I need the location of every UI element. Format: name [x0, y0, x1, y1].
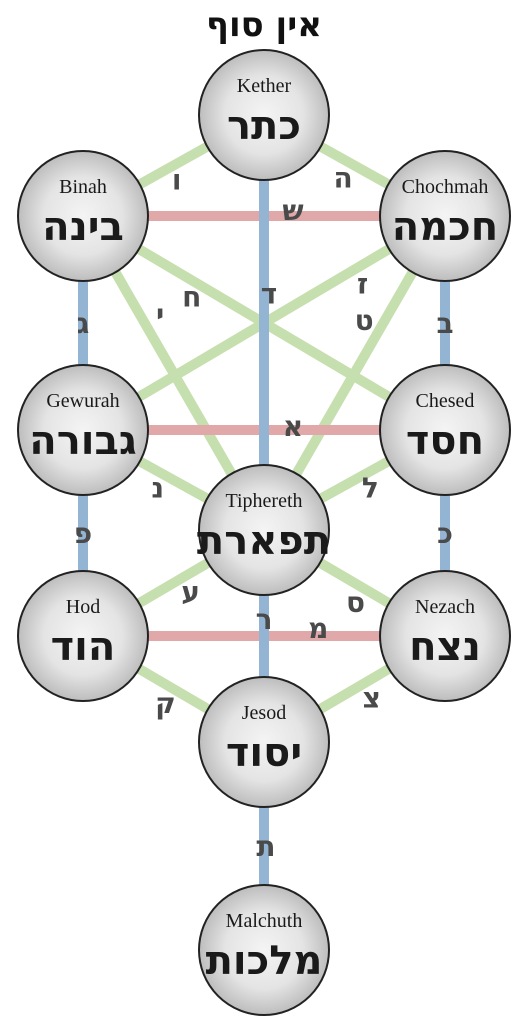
sefirah-name-en-tiphereth: Tiphereth	[225, 490, 302, 512]
path-letter-tiphereth-hod: ע	[181, 576, 200, 609]
sefirah-name-he-hod: הוד	[51, 624, 116, 670]
path-letter-binah-chochmah: ש	[282, 194, 303, 227]
sefirah-chochmah: Chochmah חכמה	[379, 150, 511, 282]
sefirah-gewurah: Gewurah גבורה	[17, 364, 149, 496]
sefirah-malchuth: Malchuth מלכות	[198, 884, 330, 1016]
sefirah-sphere-gewurah	[17, 364, 149, 496]
sefirah-name-he-jesod: יסוד	[226, 730, 302, 776]
sefirah-name-he-chochmah: חכמה	[392, 204, 499, 250]
sefirah-name-en-hod: Hod	[66, 596, 100, 618]
sefirah-name-en-gewurah: Gewurah	[46, 390, 119, 412]
path-letter-hod-nezach: מ	[308, 612, 328, 645]
sefirah-sphere-jesod	[198, 676, 330, 808]
sefirah-name-he-kether: כתר	[227, 103, 301, 149]
sefirah-name-en-malchuth: Malchuth	[226, 910, 303, 932]
path-letter-hod-jesod: ק	[155, 687, 176, 720]
sefirah-sphere-tiphereth	[198, 464, 330, 596]
sefirah-sphere-nezach	[379, 570, 511, 702]
ein-sof-title: אין סוף	[206, 5, 322, 45]
path-letter-binah-chesed: ח	[182, 281, 201, 314]
path-letter-chesed-tiphereth: ל	[362, 471, 379, 504]
sefirah-sphere-malchuth	[198, 884, 330, 1016]
sefirah-sphere-chesed	[379, 364, 511, 496]
path-letter-gewurah-hod: פ	[74, 517, 92, 550]
path-letter-kether-tiphereth: ד	[261, 277, 277, 310]
sefirah-name-en-chochmah: Chochmah	[402, 176, 489, 198]
sefirah-name-he-gewurah: גבורה	[29, 418, 137, 464]
sefirah-name-en-binah: Binah	[59, 176, 107, 198]
path-letter-tiphereth-nezach: ס	[346, 586, 365, 619]
path-letter-jesod-malchuth: ת	[256, 830, 275, 863]
path-letters-layer: ו ה חי זט נ ל ע ס ק צ ש א מ ד ר ת ג פ ב כ	[74, 162, 454, 864]
sefirah-sphere-kether	[198, 49, 330, 181]
sefirah-name-he-tiphereth: תפארת	[197, 518, 331, 564]
sefirah-name-en-jesod: Jesod	[242, 702, 286, 724]
sefirah-binah: Binah בינה	[17, 150, 149, 282]
path-letter-nezach-jesod: צ	[362, 682, 380, 715]
path-letter-chochmah-tiphereth: ט	[355, 304, 374, 337]
path-letter-gewurah-tiphereth: נ	[151, 471, 164, 504]
sefirah-name-en-chesed: Chesed	[416, 390, 475, 412]
path-letter-kether-binah: ו	[172, 164, 182, 197]
sefirah-tiphereth: Tiphereth תפארת	[197, 464, 331, 596]
path-letter-binah-gewurah: ג	[77, 307, 90, 340]
sefirah-kether: Kether כתר	[198, 49, 330, 181]
sefirah-name-en-nezach: Nezach	[415, 596, 475, 618]
sefirah-chesed: Chesed חסד	[379, 364, 511, 496]
sefirah-name-he-chesed: חסד	[406, 418, 484, 464]
sefirah-hod: Hod הוד	[17, 570, 149, 702]
path-letter-tiphereth-jesod: ר	[256, 603, 273, 636]
sefirah-sphere-binah	[17, 150, 149, 282]
sefirah-nezach: Nezach נצח	[379, 570, 511, 702]
sefirah-sphere-chochmah	[379, 150, 511, 282]
sefirot-layer: KetherכתרBinahבינהChochmahחכמהGewurahגבו…	[17, 49, 511, 1016]
path-letter-kether-chochmah: ה	[333, 162, 352, 195]
path-letter-chochmah-gewurah: ז	[357, 267, 368, 300]
path-letter-chochmah-chesed: ב	[436, 307, 453, 340]
path-letter-binah-tiphereth: י	[156, 298, 164, 331]
sefirah-jesod: Jesod יסוד	[198, 676, 330, 808]
sefirah-name-he-nezach: נצח	[409, 624, 481, 670]
path-letter-chesed-nezach: כ	[437, 517, 453, 550]
path-letter-gewurah-chesed: א	[283, 410, 303, 443]
sefirah-sphere-hod	[17, 570, 149, 702]
sefirah-name-he-binah: בינה	[42, 204, 124, 250]
sefirah-name-he-malchuth: מלכות	[206, 938, 323, 984]
sefirah-name-en-kether: Kether	[237, 75, 292, 97]
